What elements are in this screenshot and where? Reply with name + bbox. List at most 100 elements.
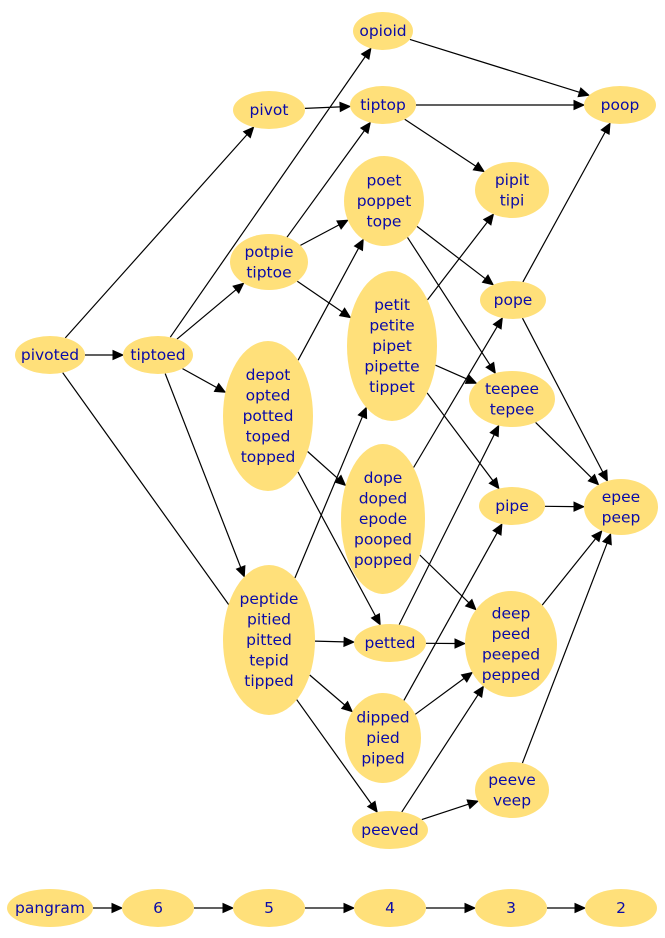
node-ellipse [344,156,424,246]
node-label: opted [246,387,291,405]
node-label: tipi [500,191,525,209]
edge-line [404,118,477,167]
arrowhead [111,902,124,914]
edge-line [416,225,486,280]
edge-dipped-to-deep [414,671,474,715]
arrowhead [597,469,608,483]
arrowhead [591,529,603,543]
arrowhead [489,424,500,438]
edge-dope-to-deep [419,554,477,611]
node-opioid: opioid [353,12,413,50]
arrowhead [334,474,347,487]
edges-layer [62,38,612,914]
node-label: tope [367,213,402,231]
node-label: peptide [240,590,299,608]
node-label: piped [361,750,404,768]
edge-depot-to-petted [297,471,381,626]
edge-line [286,130,365,238]
node-label: pepped [482,666,540,684]
node-label: popped [354,551,412,569]
arrowhead [336,219,349,230]
edge-petit-to-pipe [426,392,500,490]
node-label: poppet [357,192,412,210]
node-label: 5 [264,899,274,917]
edge-depot-to-poet [297,238,364,361]
arrowhead [577,87,591,98]
node-label: 6 [153,899,163,917]
node-label: topped [241,448,296,466]
node-n3: 3 [475,889,547,927]
arrowhead [472,161,486,173]
edge-n5-to-n4 [305,902,356,914]
edge-line [62,372,372,805]
arrowhead [339,101,352,113]
arrowhead [464,902,477,914]
node-label: petted [365,634,416,652]
edge-line [164,373,242,568]
edge-potpie-to-petit [296,280,352,319]
node-label: teepee [485,380,539,398]
node-label: peeve [488,771,536,789]
node-ellipse [465,591,557,697]
node-n5: 5 [233,889,305,927]
node-label: epee [602,488,640,506]
edge-pivoted-to-peeved [62,372,378,814]
node-label: pivoted [21,346,79,364]
node-n2: 2 [585,889,657,927]
arrowhead [482,213,495,226]
edge-line [64,134,248,339]
edge-line [414,677,465,715]
node-label: veep [493,791,531,809]
edge-line [296,280,343,313]
arrowhead [242,126,255,139]
node-label: epode [359,510,407,528]
edge-pivot-to-tiptop [304,101,352,113]
edge-line [182,368,217,389]
edge-petted-to-deep [425,638,467,649]
node-tiptoed: tiptoed [123,336,193,374]
node-ellipse [223,565,315,715]
edge-petit-to-pipit [427,213,495,301]
arrowhead [573,99,586,111]
arrowhead [485,361,496,375]
node-label: pipette [364,358,419,376]
arrowhead [454,638,467,649]
arrowhead [340,700,354,713]
node-ellipse [475,762,549,818]
edge-line [314,640,345,643]
arrowhead [466,799,480,810]
node-dipped: dipped pied piped [345,693,421,783]
edge-line [521,542,608,764]
node-label: pooped [354,531,412,549]
node-label: petite [369,317,414,335]
node-label: pope [494,291,533,309]
node-label: toped [246,428,291,446]
node-label: pied [366,729,400,747]
edge-pivoted-to-tiptoed [85,349,125,361]
node-ellipse [223,341,313,491]
node-label: 4 [385,899,395,917]
edge-pipe-to-epee [544,501,586,512]
arrowhead [357,406,368,420]
edge-line [521,317,604,473]
edge-line [426,392,494,481]
node-label: poop [601,96,640,114]
node-ellipse [122,889,194,927]
node-ellipse [350,86,416,124]
edge-line [297,248,360,361]
node-ellipse [469,371,555,427]
edge-peptide-to-petted [314,636,356,648]
node-poop: poop [584,86,656,124]
edge-deep-to-epee [541,529,603,606]
node-pipe: pipe [479,487,545,525]
edge-line [300,224,340,246]
node-ellipse [475,889,547,927]
node-label: dipped [356,709,409,727]
edge-poet-to-teepee [406,237,496,375]
arrowhead [366,800,378,814]
arrowhead [602,532,612,546]
node-tiptop: tiptop [350,86,416,124]
